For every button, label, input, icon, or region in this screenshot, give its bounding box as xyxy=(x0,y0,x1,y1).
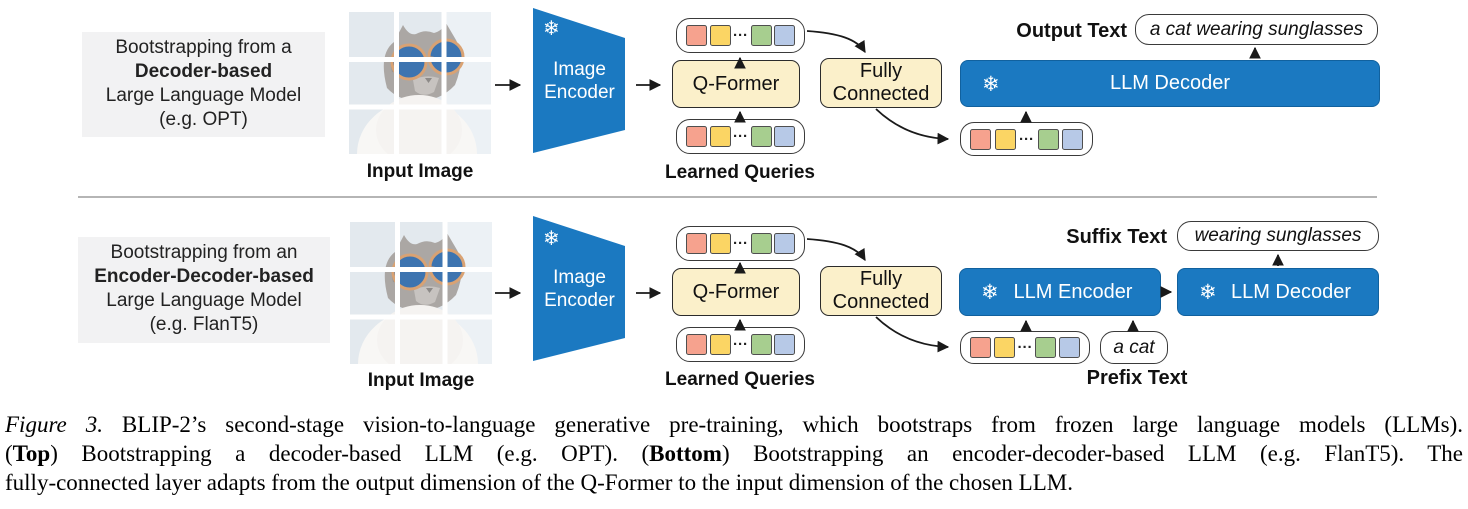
suffix-text-pill: wearing sunglasses xyxy=(1177,221,1379,251)
query-token-red xyxy=(686,126,707,147)
bottom-learned-query-tokens: ··· xyxy=(676,327,805,362)
tokens-ellipsis: ··· xyxy=(733,336,748,353)
top-qformer-box: Q-Former xyxy=(672,60,800,108)
query-token-green xyxy=(1037,128,1059,150)
query-token-yellow xyxy=(709,126,731,147)
query-token-red xyxy=(686,334,707,355)
query-token-blue xyxy=(1062,128,1083,150)
tokens-ellipsis: ··· xyxy=(1017,339,1033,356)
tokens-ellipsis: ··· xyxy=(733,235,748,252)
query-token-blue xyxy=(774,233,795,254)
query-token-green xyxy=(750,233,772,254)
output-text-value: a cat wearing sunglasses xyxy=(1149,18,1364,40)
bottom-fully-connected-box: Fully Connected xyxy=(820,266,942,316)
bottom-input-image-label: Input Image xyxy=(367,370,475,391)
top-qformer-label: Q-Former xyxy=(692,72,780,95)
query-token-blue xyxy=(774,25,795,46)
top-image-encoder-label: Image Encoder xyxy=(544,59,615,103)
query-token-green xyxy=(750,25,772,46)
tokens-ellipsis: ··· xyxy=(1019,130,1034,148)
bottom-learned-queries-label: Learned Queries xyxy=(665,369,815,390)
query-token-blue xyxy=(1059,337,1080,358)
query-token-yellow xyxy=(994,128,1016,150)
tokens-ellipsis: ··· xyxy=(733,27,748,44)
tokens-ellipsis: ··· xyxy=(733,128,748,145)
query-token-green xyxy=(750,334,772,355)
suffix-text-label: Suffix Text xyxy=(1066,226,1167,248)
snowflake-icon: ❄ xyxy=(543,226,560,250)
prefix-text-label: Prefix Text xyxy=(1086,367,1188,389)
llm-encoder-label: LLM Encoder xyxy=(1013,280,1133,303)
bottom-qformer-label: Q-Former xyxy=(692,280,780,303)
row-divider xyxy=(78,196,1377,198)
snowflake-icon: ❄ xyxy=(982,71,1000,96)
top-learned-query-tokens: ··· xyxy=(676,119,805,154)
prefix-text-value: a cat xyxy=(1113,336,1155,358)
top-input-image-label: Input Image xyxy=(366,161,474,182)
top-projected-tokens: ··· xyxy=(960,122,1093,156)
output-text-pill: a cat wearing sunglasses xyxy=(1135,14,1378,45)
bottom-llm-decoder-box: ❄ LLM Decoder xyxy=(1177,268,1379,316)
top-output-query-tokens: ··· xyxy=(676,18,805,53)
llm-encoder-box: ❄ LLM Encoder xyxy=(959,268,1161,316)
bottom-output-query-tokens: ··· xyxy=(676,226,805,261)
snowflake-icon: ❄ xyxy=(981,280,999,304)
query-token-red xyxy=(686,233,707,254)
bottom-image-encoder-label: Image Encoder xyxy=(544,267,615,311)
snowflake-icon: ❄ xyxy=(543,16,560,40)
query-token-green xyxy=(750,126,772,147)
output-text-label: Output Text xyxy=(1016,20,1127,42)
bottom-qformer-box: Q-Former xyxy=(672,268,800,316)
query-token-red xyxy=(970,337,991,358)
query-token-blue xyxy=(774,126,795,147)
top-llm-decoder-label: LLM Decoder xyxy=(1109,72,1231,94)
query-token-yellow xyxy=(709,233,731,254)
query-token-red xyxy=(970,128,991,150)
prefix-text-pill: a cat xyxy=(1100,331,1168,364)
bottom-projected-tokens: ··· xyxy=(960,331,1090,364)
snowflake-icon: ❄ xyxy=(1199,280,1217,304)
query-token-blue xyxy=(774,334,795,355)
top-fully-connected-label: Fully Connected xyxy=(832,60,930,105)
bottom-fully-connected-label: Fully Connected xyxy=(832,268,930,313)
bottom-llm-decoder-label: LLM Decoder xyxy=(1230,280,1352,303)
query-token-yellow xyxy=(709,25,731,46)
query-token-yellow xyxy=(993,337,1015,358)
query-token-red xyxy=(686,25,707,46)
query-token-yellow xyxy=(709,334,731,355)
top-learned-queries-label: Learned Queries xyxy=(665,162,815,183)
suffix-text-value: wearing sunglasses xyxy=(1194,225,1362,246)
figure-caption: Figure 3. BLIP-2’s second-stage vision-t… xyxy=(5,412,1463,495)
query-token-green xyxy=(1035,337,1057,358)
top-llm-decoder-box: ❄ LLM Decoder xyxy=(960,60,1380,107)
top-fully-connected-box: Fully Connected xyxy=(820,58,942,108)
